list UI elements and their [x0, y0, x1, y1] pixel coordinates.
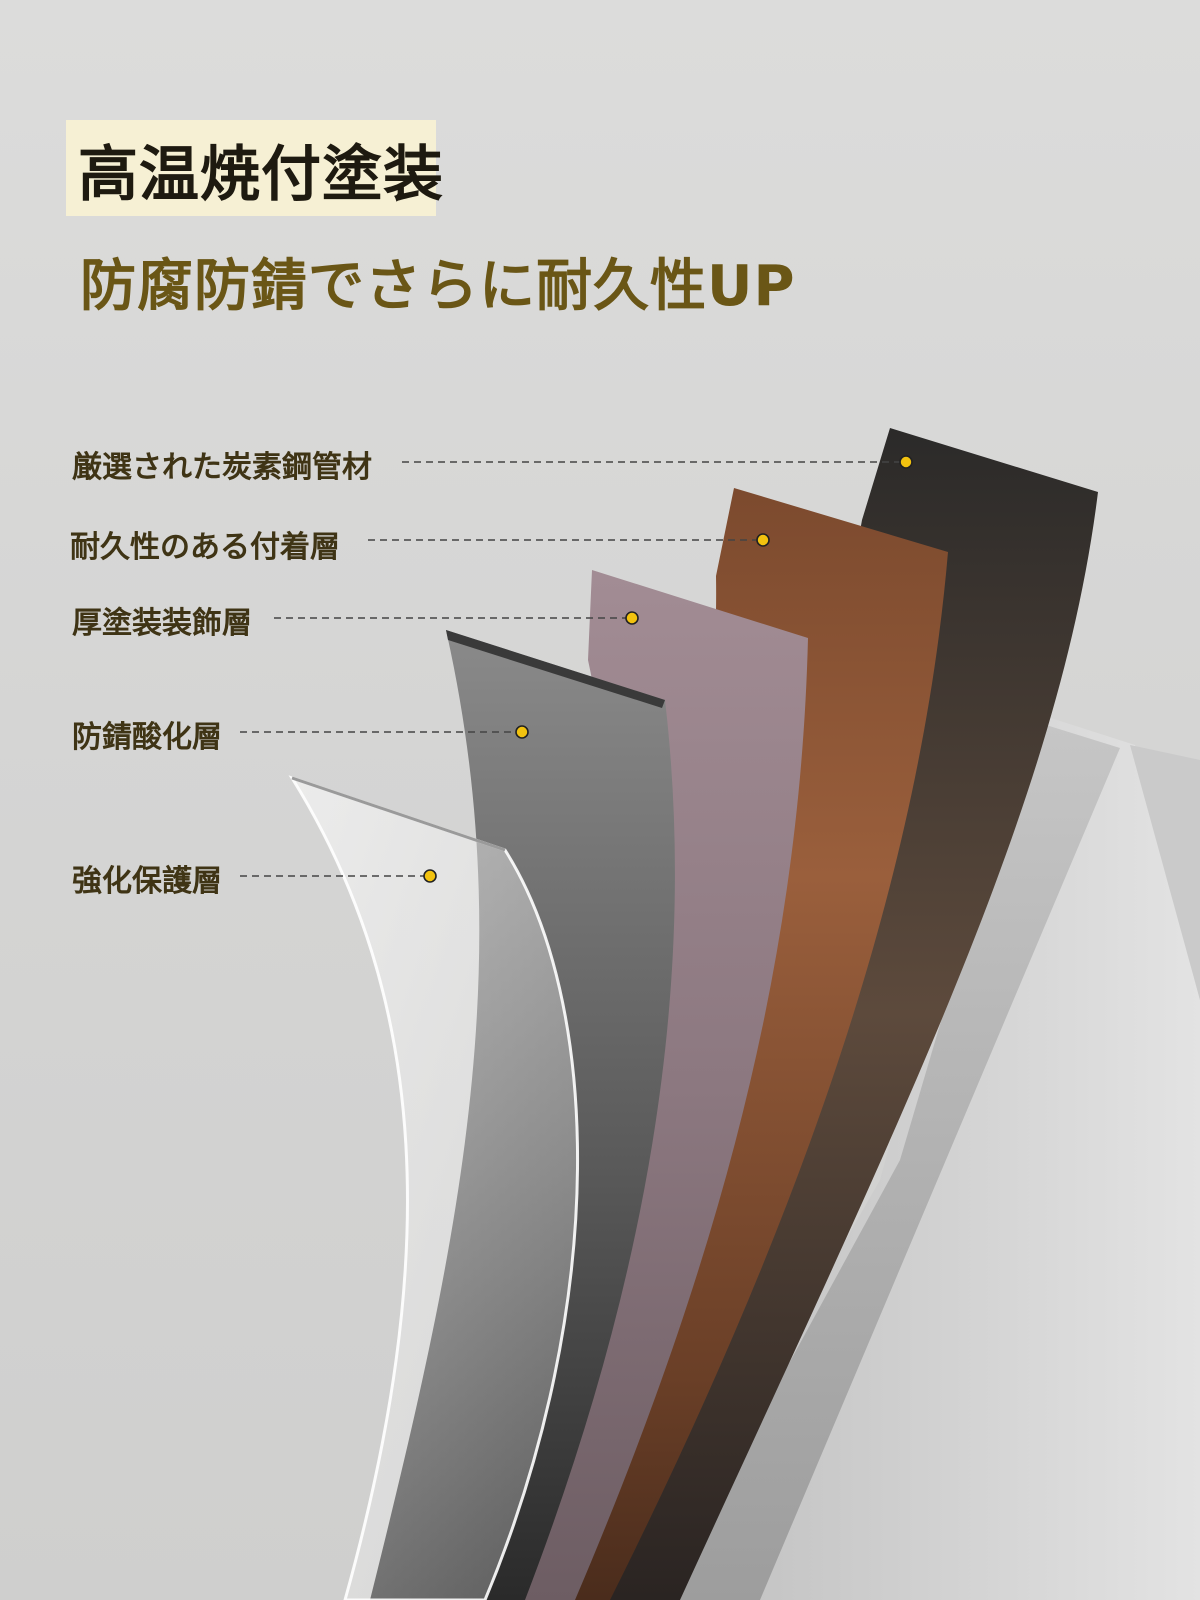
marker-steel: [899, 455, 913, 469]
layer-label-adhesion: 耐久性のある付着層: [70, 530, 340, 565]
layer-label-protection: 強化保護層: [72, 864, 222, 899]
marker-decoration: [625, 611, 639, 625]
layer-label-decoration: 厚塗装装飾層: [72, 606, 252, 641]
marker-protection: [423, 869, 437, 883]
protection-layer-edge: [291, 776, 506, 852]
protection-layer-shape: [288, 775, 580, 1600]
marker-adhesion: [756, 533, 770, 547]
layer-label-oxide: 防錆酸化層: [72, 720, 222, 755]
marker-oxide: [515, 725, 529, 739]
title-highlight: [66, 120, 436, 216]
page-subtitle: 防腐防錆でさらに耐久性UP: [80, 254, 796, 319]
page-title: 高温焼付塗装: [78, 140, 444, 210]
layer-label-steel: 厳選された炭素鋼管材: [72, 450, 372, 485]
leader-lines: [240, 461, 906, 877]
oxide-layer-edge: [446, 630, 665, 708]
markers: [423, 455, 913, 883]
